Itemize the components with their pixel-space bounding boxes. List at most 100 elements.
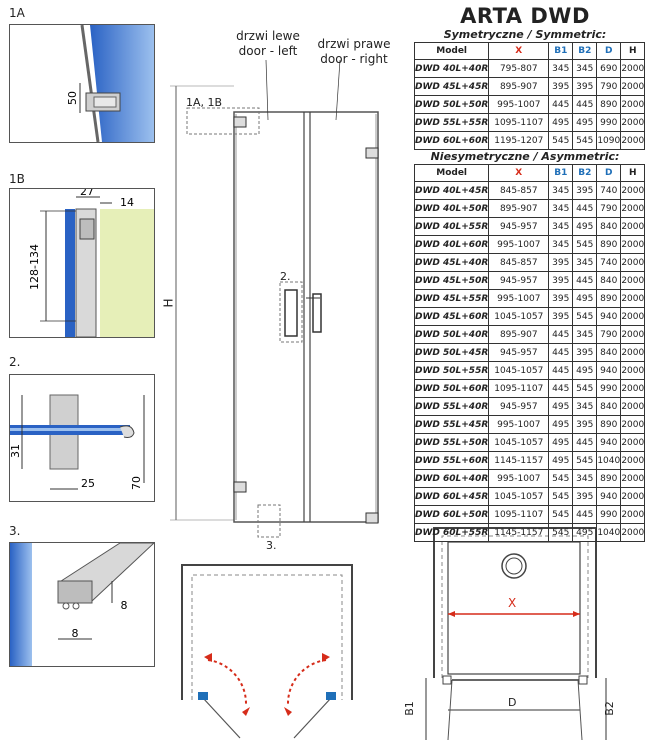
ref-label-2: 2. xyxy=(280,270,291,283)
value-cell: 395 xyxy=(572,415,598,434)
dim-25: 25 xyxy=(81,477,95,490)
value-cell: 495 xyxy=(548,397,574,416)
value-cell: 995-1007 xyxy=(488,289,550,308)
door-left-label-pl: drzwi lewe xyxy=(236,29,300,43)
dim-8-height: 8 xyxy=(121,599,128,612)
value-cell: 795-807 xyxy=(488,59,550,78)
ref-label-3: 3. xyxy=(266,539,277,552)
value-cell: 2000 xyxy=(620,181,646,200)
value-cell: 790 xyxy=(596,325,622,344)
value-cell: 2000 xyxy=(620,131,646,150)
model-cell: DWD 55L+55R xyxy=(413,113,490,132)
value-cell: 395 xyxy=(572,181,598,200)
value-cell: 445 xyxy=(548,343,574,362)
col-x: X xyxy=(488,42,550,60)
value-cell: 945-957 xyxy=(488,217,550,236)
detail-1a-panel: 50 xyxy=(9,24,155,143)
value-cell: 990 xyxy=(596,505,622,524)
value-cell: 495 xyxy=(572,113,598,132)
value-cell: 445 xyxy=(572,95,598,114)
detail-2-drawing: 31 25 70 xyxy=(10,394,145,490)
value-cell: 495 xyxy=(548,113,574,132)
value-cell: 995-1007 xyxy=(488,235,550,254)
value-cell: 545 xyxy=(572,131,598,150)
value-cell: 1045-1057 xyxy=(488,307,550,326)
detail-2-panel: 31 25 70 xyxy=(9,374,155,502)
model-cell: DWD 50L+50R xyxy=(413,95,490,114)
value-cell: 345 xyxy=(548,235,574,254)
glass-panel xyxy=(65,209,75,337)
value-cell: 2000 xyxy=(620,307,646,326)
model-cell: DWD 50L+60R xyxy=(413,379,490,398)
value-cell: 345 xyxy=(572,469,598,488)
value-cell: 890 xyxy=(596,289,622,308)
height-label: H xyxy=(161,298,176,308)
value-cell: 395 xyxy=(548,253,574,272)
value-cell: 945-957 xyxy=(488,397,550,416)
value-cell: 990 xyxy=(596,113,622,132)
value-cell: 740 xyxy=(596,253,622,272)
hinge xyxy=(79,218,95,240)
value-cell: 395 xyxy=(548,271,574,290)
value-cell: 2000 xyxy=(620,59,646,78)
value-cell: 895-907 xyxy=(488,325,550,344)
value-cell: 345 xyxy=(548,217,574,236)
value-cell: 2000 xyxy=(620,451,646,470)
value-cell: 1040 xyxy=(596,523,622,542)
value-cell: 2000 xyxy=(620,379,646,398)
value-cell: 395 xyxy=(548,289,574,308)
plan-d-label: D xyxy=(508,696,517,709)
value-cell: 995-1007 xyxy=(488,469,550,488)
dim-128-134: 128-134 xyxy=(28,244,41,290)
value-cell: 2000 xyxy=(620,253,646,272)
plan-b2-label: B2 xyxy=(602,701,616,716)
value-cell: 345 xyxy=(548,59,574,78)
value-cell: 345 xyxy=(572,59,598,78)
value-cell: 545 xyxy=(572,307,598,326)
value-cell: 2000 xyxy=(620,397,646,416)
col-h: H xyxy=(620,42,646,60)
col-x: X xyxy=(488,164,550,182)
door-left-label-en: door - left xyxy=(238,44,298,58)
plan-x-label: X xyxy=(508,596,517,610)
model-cell: DWD 50L+55R xyxy=(413,361,490,380)
value-cell: 2000 xyxy=(620,271,646,290)
ref-label-1ab: 1A, 1B xyxy=(186,96,223,109)
value-cell: 1045-1057 xyxy=(488,433,550,452)
frame-profile xyxy=(75,208,97,337)
detail-1b-panel: 128-134 27 14 xyxy=(9,188,155,338)
dim-14: 14 xyxy=(120,196,134,209)
value-cell: 445 xyxy=(548,379,574,398)
model-cell: DWD 55L+60R xyxy=(413,451,490,470)
model-cell: DWD 60L+40R xyxy=(413,469,490,488)
value-cell: 345 xyxy=(548,199,574,218)
value-cell: 395 xyxy=(572,77,598,96)
value-cell: 345 xyxy=(548,181,574,200)
value-cell: 395 xyxy=(548,77,574,96)
model-cell: DWD 40L+55R xyxy=(413,217,490,236)
value-cell: 2000 xyxy=(620,289,646,308)
value-cell: 840 xyxy=(596,217,622,236)
pivot-left xyxy=(198,692,208,700)
glass-panel xyxy=(10,543,32,666)
value-cell: 395 xyxy=(572,343,598,362)
ref-box-3 xyxy=(257,504,281,538)
value-cell: 495 xyxy=(548,415,574,434)
value-cell: 995-1007 xyxy=(488,95,550,114)
detail-1a-drawing: 50 xyxy=(66,25,154,142)
dim-8-width: 8 xyxy=(72,627,79,640)
value-cell: 495 xyxy=(572,361,598,380)
value-cell: 445 xyxy=(572,433,598,452)
detail-3-drawing: 8 8 xyxy=(10,543,154,666)
model-cell: DWD 40L+60R xyxy=(413,235,490,254)
